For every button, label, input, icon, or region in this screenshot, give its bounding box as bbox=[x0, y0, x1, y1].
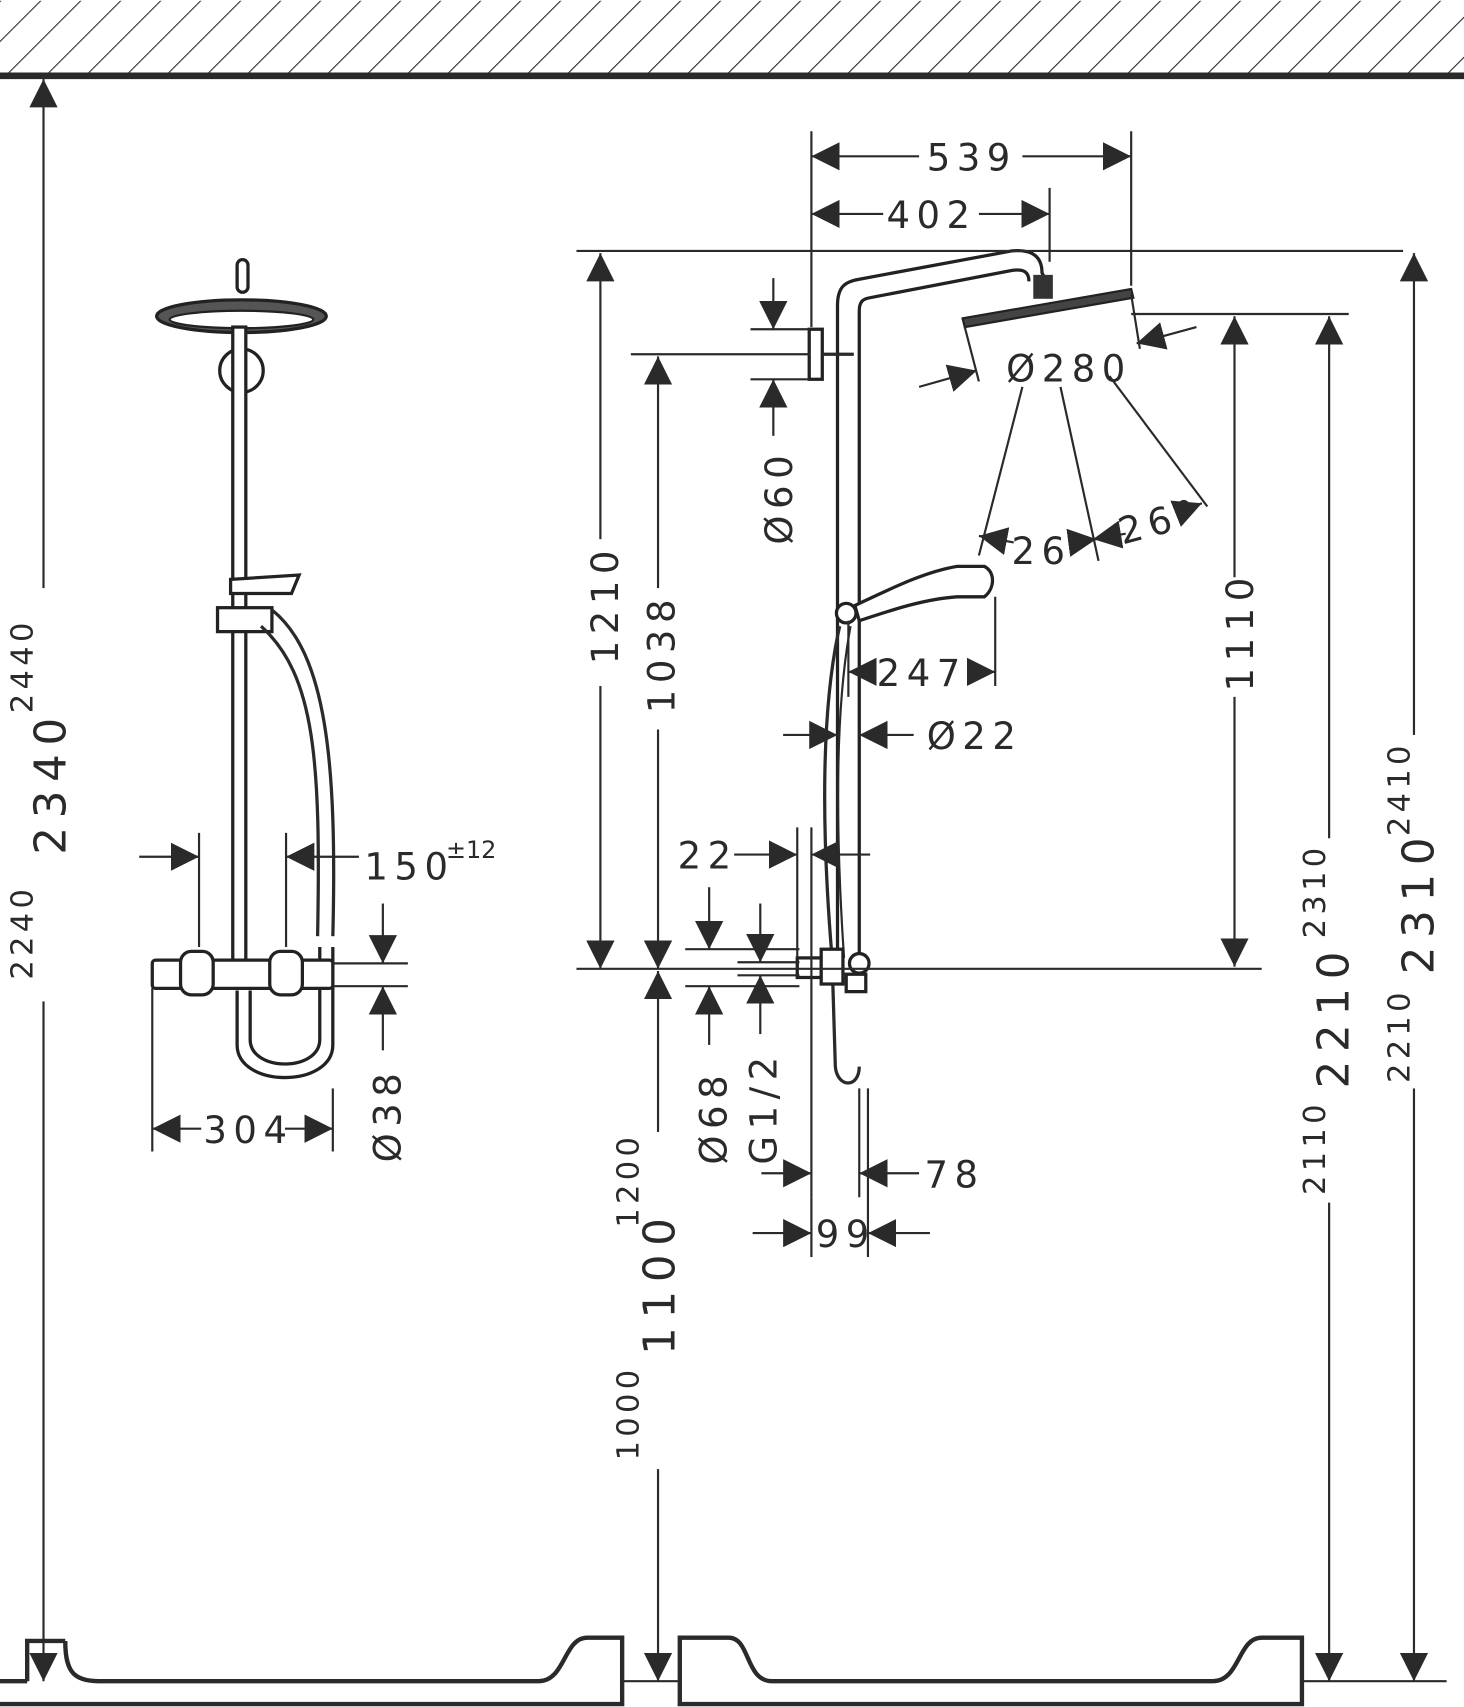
head-diameter-label: Ø280 bbox=[1006, 347, 1132, 390]
total-lower-label: 2210 bbox=[1383, 988, 1418, 1083]
side-view-shower bbox=[795, 248, 1135, 1085]
ext-line bbox=[963, 326, 980, 382]
holder-diameter-label: Ø60 bbox=[758, 449, 801, 545]
holder-height-label: 1038 bbox=[640, 593, 683, 713]
arm-offset-label: 402 bbox=[886, 194, 976, 237]
spacing-label: 150 bbox=[364, 846, 454, 889]
head-drop-label: 1110 bbox=[1219, 571, 1262, 691]
angle-arrow bbox=[1170, 500, 1203, 527]
hand-shower-length-label: 247 bbox=[877, 652, 967, 695]
thread-label: G1/2 bbox=[743, 1050, 786, 1164]
head-height-main-label: 2210 bbox=[1310, 943, 1360, 1089]
mount-main-label: 1100 bbox=[635, 1209, 685, 1355]
angle-arrow bbox=[1066, 528, 1097, 557]
front-view-shower bbox=[150, 258, 336, 1080]
bathtub-left bbox=[0, 1635, 625, 1707]
ext-line bbox=[1130, 294, 1141, 349]
head-height-lower-label: 2110 bbox=[1298, 1100, 1333, 1195]
rail-diameter-label: Ø22 bbox=[927, 715, 1023, 758]
angle-arrow bbox=[1092, 520, 1126, 549]
angle-arrow bbox=[978, 527, 1014, 556]
height-lower-label: 2240 bbox=[6, 885, 41, 980]
connection-diameter-label: Ø68 bbox=[693, 1069, 736, 1165]
tilt-angle-2-label: 26° bbox=[1114, 490, 1207, 554]
total-main-label: 2310 bbox=[1395, 829, 1445, 975]
projection-99-label: 99 bbox=[816, 1213, 876, 1256]
height-upper-label: 2440 bbox=[6, 618, 41, 713]
thermostat-width-label: 304 bbox=[203, 1109, 293, 1152]
wall-offset-label: 22 bbox=[678, 835, 738, 878]
thermostat-diameter-label: Ø38 bbox=[366, 1067, 409, 1163]
spacing-tolerance: ±12 bbox=[446, 836, 496, 864]
mount-upper-label: 1200 bbox=[611, 1133, 646, 1228]
head-diameter-arrow bbox=[918, 364, 978, 392]
spray-line bbox=[1108, 375, 1209, 508]
height-main-label: 2340 bbox=[26, 709, 76, 855]
head-height-upper-label: 2310 bbox=[1298, 843, 1333, 938]
head-diameter-arrow bbox=[1136, 322, 1197, 350]
mount-lower-label: 1000 bbox=[611, 1366, 646, 1461]
projection-78-label: 78 bbox=[925, 1153, 985, 1196]
rail-height-label: 1210 bbox=[584, 544, 627, 664]
bathtub-right bbox=[677, 1635, 1305, 1707]
ceiling bbox=[0, 0, 1464, 80]
arm-length-label: 539 bbox=[927, 136, 1017, 179]
tilt-angle-1-label: 26° bbox=[1012, 530, 1097, 573]
total-upper-label: 2410 bbox=[1383, 741, 1418, 836]
